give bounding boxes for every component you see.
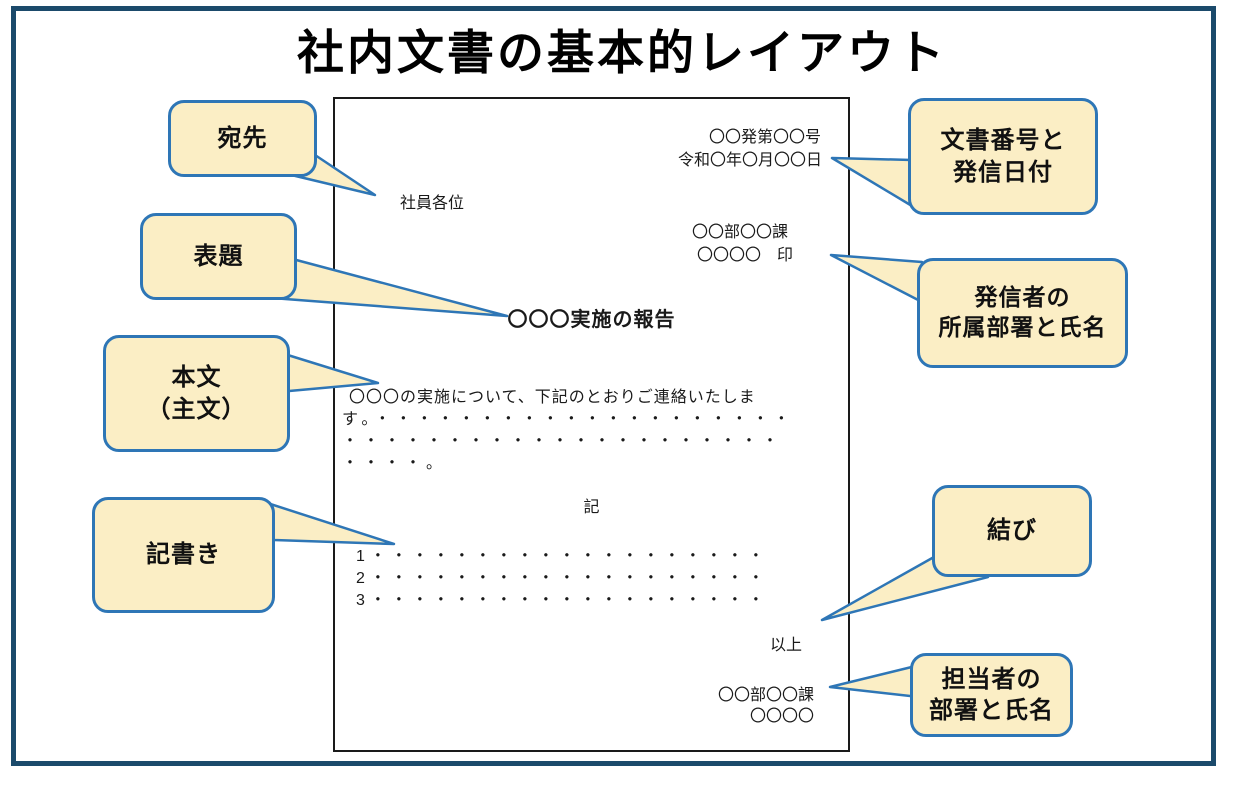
document-list-item-1: 1・・・・・・・・・・・・・・・・・・・: [356, 548, 769, 565]
callout-doc-number-date-line1: 文書番号と: [940, 127, 1066, 155]
document-contact-name: 〇〇〇〇: [749, 708, 814, 725]
ki-notation-callout-tail: [256, 498, 396, 546]
callout-addressee-label: 宛先: [217, 124, 268, 152]
document-closing: 以上: [769, 637, 802, 654]
callout-addressee: 宛先: [168, 100, 317, 177]
callout-body: 本文 （主文）: [103, 335, 290, 452]
callout-title: 表題: [140, 213, 297, 300]
callout-closing: 結び: [932, 485, 1092, 577]
sample-document: 〇〇発第〇〇号 令和〇年〇月〇〇日 社員各位 〇〇部〇〇課 〇〇〇〇 印 〇〇〇…: [333, 97, 850, 752]
callout-sender-dept-name-line2: 所属部署と氏名: [938, 314, 1107, 340]
title-callout-tail: [270, 255, 509, 318]
document-body-line1: 〇〇〇の実施について、下記のとおりご連絡いたしま: [349, 389, 756, 406]
document-subject-title: 〇〇〇実施の報告: [507, 309, 676, 331]
callout-sender-dept-name: 発信者の 所属部署と氏名: [917, 258, 1128, 368]
document-sender-dept: 〇〇部〇〇課: [691, 224, 788, 241]
callout-ki-notation: 記書き: [92, 497, 275, 613]
document-sender-name: 〇〇〇〇 印: [696, 247, 793, 264]
document-number: 〇〇発第〇〇号: [708, 129, 821, 146]
callout-doc-number-date: 文書番号と 発信日付: [908, 98, 1098, 215]
callout-body-label-line2: （主文）: [146, 395, 247, 423]
document-body-line3: ・・・・・・・・・・・・・・・・・・・・・: [342, 433, 784, 450]
callout-ki-notation-label: 記書き: [146, 541, 221, 569]
body-callout-tail: [276, 350, 380, 394]
callout-contact-dept-name: 担当者の 部署と氏名: [910, 653, 1073, 737]
callout-closing-label: 結び: [987, 517, 1037, 545]
callout-doc-number-date-line2: 発信日付: [953, 158, 1053, 186]
callout-sender-dept-name-line1: 発信者の: [974, 284, 1071, 311]
document-contact-dept: 〇〇部〇〇課: [717, 687, 814, 704]
page-title: 社内文書の基本的レイアウト: [297, 26, 947, 79]
document-body-line2: す。・・・・・・・・・・・・・・・・・・・・: [342, 411, 795, 428]
document-recipient: 社員各位: [400, 195, 465, 212]
document-ki-marker: 記: [583, 499, 600, 516]
callout-body-label-line1: 本文: [171, 364, 222, 392]
document-list-item-3: 3・・・・・・・・・・・・・・・・・・・: [356, 592, 769, 609]
document-date: 令和〇年〇月〇〇日: [677, 152, 822, 169]
sender-callout-tail: [829, 253, 924, 304]
document-body-line4: ・・・・。: [342, 455, 448, 472]
callout-contact-dept-name-line2: 部署と氏名: [929, 697, 1054, 724]
callout-contact-dept-name-line1: 担当者の: [941, 665, 1042, 693]
document-list-item-2: 2・・・・・・・・・・・・・・・・・・・: [356, 570, 769, 587]
callout-title-label: 表題: [193, 242, 244, 270]
doc-number-callout-tail: [830, 156, 914, 208]
